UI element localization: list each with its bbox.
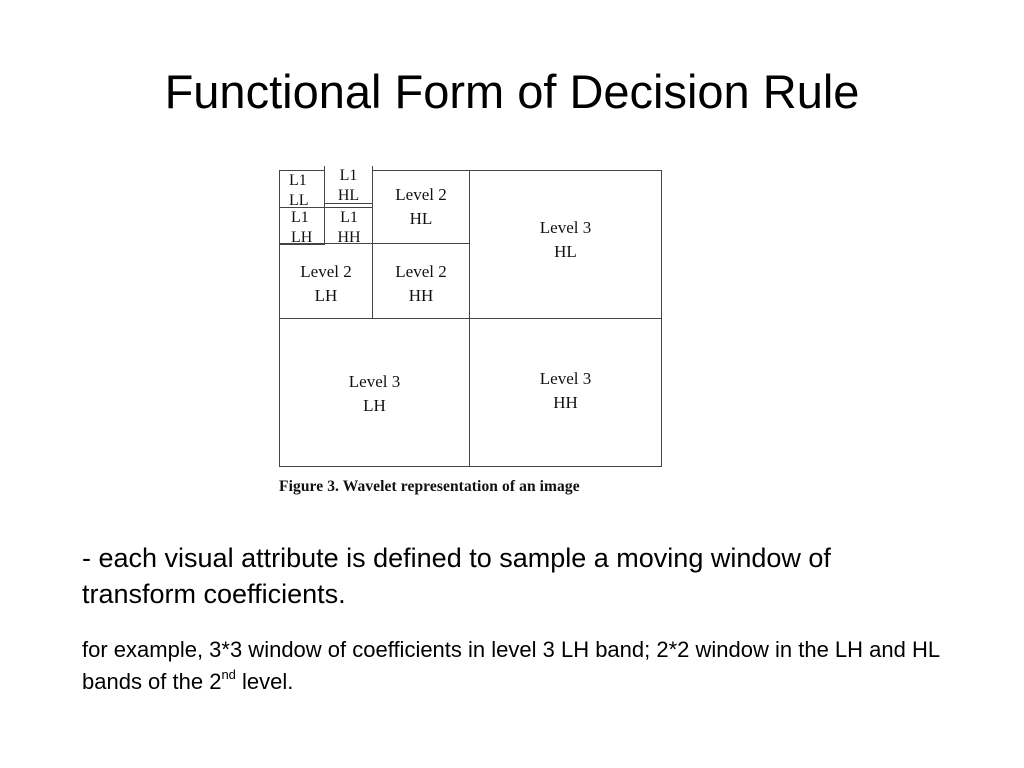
cell-l1-hh-line2: HH — [337, 229, 361, 246]
cell-l1-ll-line2: LL — [289, 192, 309, 209]
cell-l2-hh: Level 2 HH — [372, 243, 470, 319]
bullet-text-2-main: for example, 3*3 window of coefficients … — [82, 637, 940, 694]
cell-l1-hh-line1: L1 — [340, 209, 358, 226]
cell-l3-lh-line2: LH — [363, 396, 386, 415]
cell-l1-lh-line1: L1 — [291, 209, 309, 226]
cell-l3-hl-line1: Level 3 — [539, 218, 592, 237]
cell-l2-hl: Level 2 HL — [372, 170, 470, 244]
cell-l3-lh-line1: Level 3 — [348, 372, 401, 391]
wavelet-diagram: L1 LL L1 HL L1 LH L1 HH Level 2 HL Level… — [279, 166, 662, 467]
cell-l2-lh-line2: LH — [314, 286, 338, 305]
cell-l1-hl-line2: HL — [337, 187, 360, 204]
bullet-text-2: for example, 3*3 window of coefficients … — [82, 634, 942, 698]
cell-l1-hh: L1 HH — [324, 207, 373, 246]
cell-l3-hh: Level 3 HH — [469, 318, 662, 467]
cell-l2-hh-line2: HH — [408, 286, 434, 305]
cell-l2-lh: Level 2 LH — [279, 243, 373, 319]
cell-l1-lh-line2: LH — [291, 229, 313, 246]
bullet-text-1: - each visual attribute is defined to sa… — [82, 543, 831, 609]
bullet-text-2-superscript: nd — [221, 667, 236, 682]
cell-l1-ll-line1: L1 — [289, 172, 307, 189]
cell-l2-hl-line1: Level 2 — [395, 185, 447, 204]
cell-l1-ll: L1 LL — [279, 170, 325, 209]
cell-l3-hh-line2: HH — [553, 393, 578, 412]
cell-l3-hl: Level 3 HL — [469, 170, 662, 319]
cell-l1-lh: L1 LH — [279, 207, 325, 246]
cell-l1-hl-line1: L1 — [339, 167, 358, 184]
cell-l3-hh-line1: Level 3 — [539, 369, 592, 388]
cell-l3-lh: Level 3 LH — [279, 318, 470, 467]
slide-title: Functional Form of Decision Rule — [164, 65, 860, 118]
cell-l3-hl-line2: HL — [554, 242, 577, 261]
cell-l2-hh-line1: Level 2 — [395, 262, 447, 281]
cell-l2-lh-line1: Level 2 — [300, 262, 352, 281]
cell-l1-hl: L1 HL — [324, 166, 373, 204]
figure-caption: Figure 3. Wavelet representation of an i… — [279, 478, 580, 495]
bullet-text-2-tail: level. — [235, 669, 294, 694]
cell-l2-hl-line2: HL — [409, 209, 433, 228]
